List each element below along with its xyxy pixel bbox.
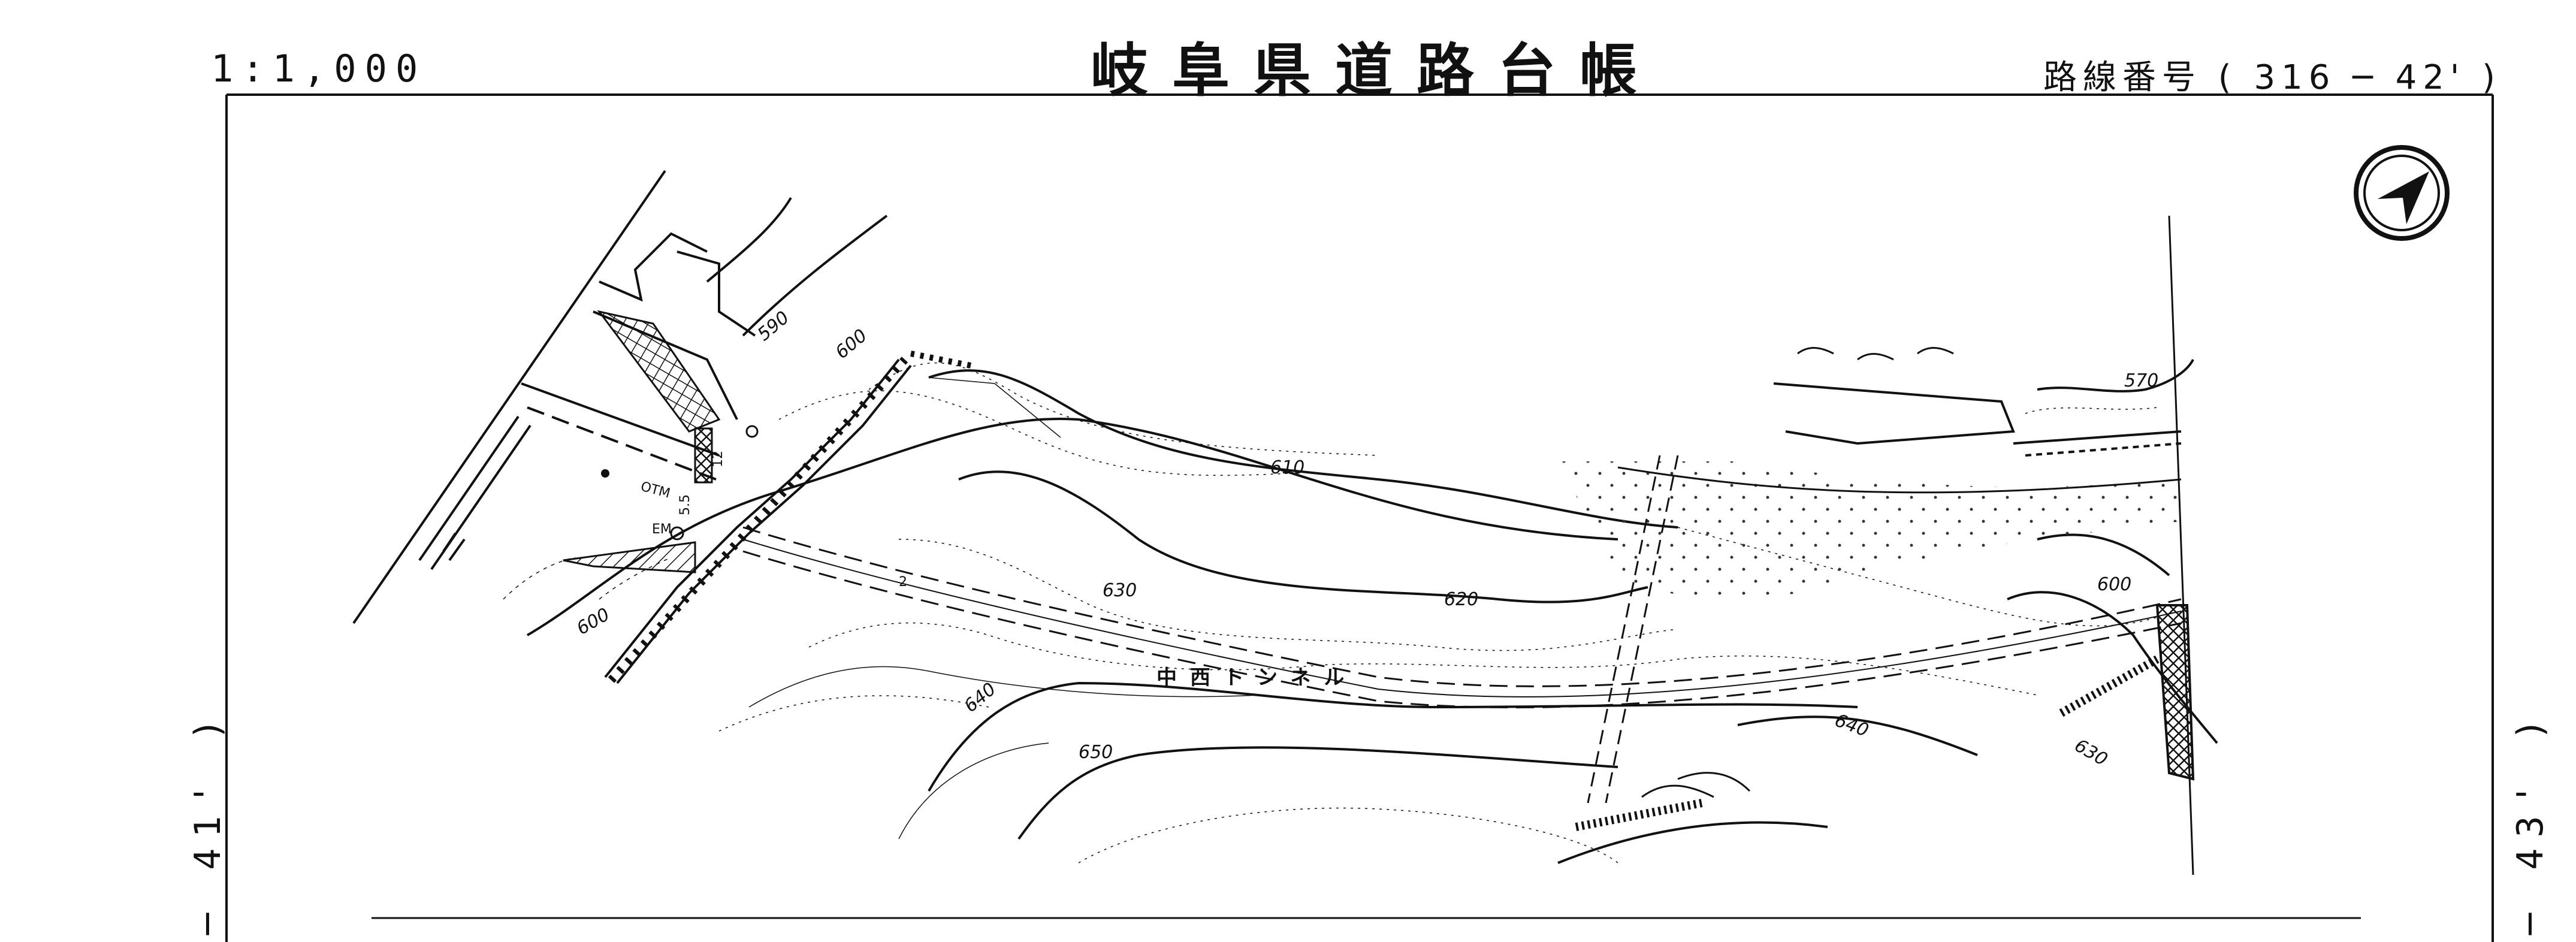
feature-label-em: EM bbox=[652, 522, 672, 537]
proposed-road bbox=[742, 215, 2194, 875]
contour-label: 630 bbox=[2071, 735, 2111, 771]
feature-label-2: 2 bbox=[899, 575, 907, 590]
map-frame bbox=[225, 93, 2494, 942]
feature-label-width: 5.5 bbox=[678, 494, 693, 515]
map-scale: 1:1,000 bbox=[211, 47, 427, 90]
contour-label: 610 bbox=[1270, 457, 1304, 478]
tunnel-label: 中西トンネル bbox=[1156, 666, 1357, 690]
page-title: 岐阜県道路台帳 bbox=[1091, 37, 1661, 104]
contour-label: 570 bbox=[2124, 370, 2158, 391]
contour-lines bbox=[503, 197, 2218, 864]
route-number: 路線番号 ( 316 ─ 42' ) bbox=[2043, 58, 2501, 97]
contour-label: 650 bbox=[1079, 742, 1113, 763]
existing-road bbox=[352, 170, 756, 624]
structures-right bbox=[1575, 347, 2195, 831]
contour-label: 600 bbox=[2097, 574, 2131, 595]
feature-label-12: 12 bbox=[711, 451, 726, 467]
north-arrow-icon bbox=[2354, 145, 2450, 241]
structures-left bbox=[563, 310, 759, 573]
contour-label: 640 bbox=[1832, 710, 1871, 741]
contour-label: 600 bbox=[832, 325, 871, 364]
contour-label: 600 bbox=[573, 604, 614, 639]
contour-label: 590 bbox=[754, 307, 793, 346]
contour-label: 630 bbox=[1103, 580, 1137, 601]
feature-label-otm: OTM bbox=[639, 479, 672, 502]
retaining-wall bbox=[604, 351, 971, 684]
contour-label: 640 bbox=[961, 679, 1000, 717]
map-labels: 中西トンネル OTM EM 5.5 12 2 bbox=[639, 451, 1357, 690]
contour-label: 620 bbox=[1444, 589, 1478, 610]
